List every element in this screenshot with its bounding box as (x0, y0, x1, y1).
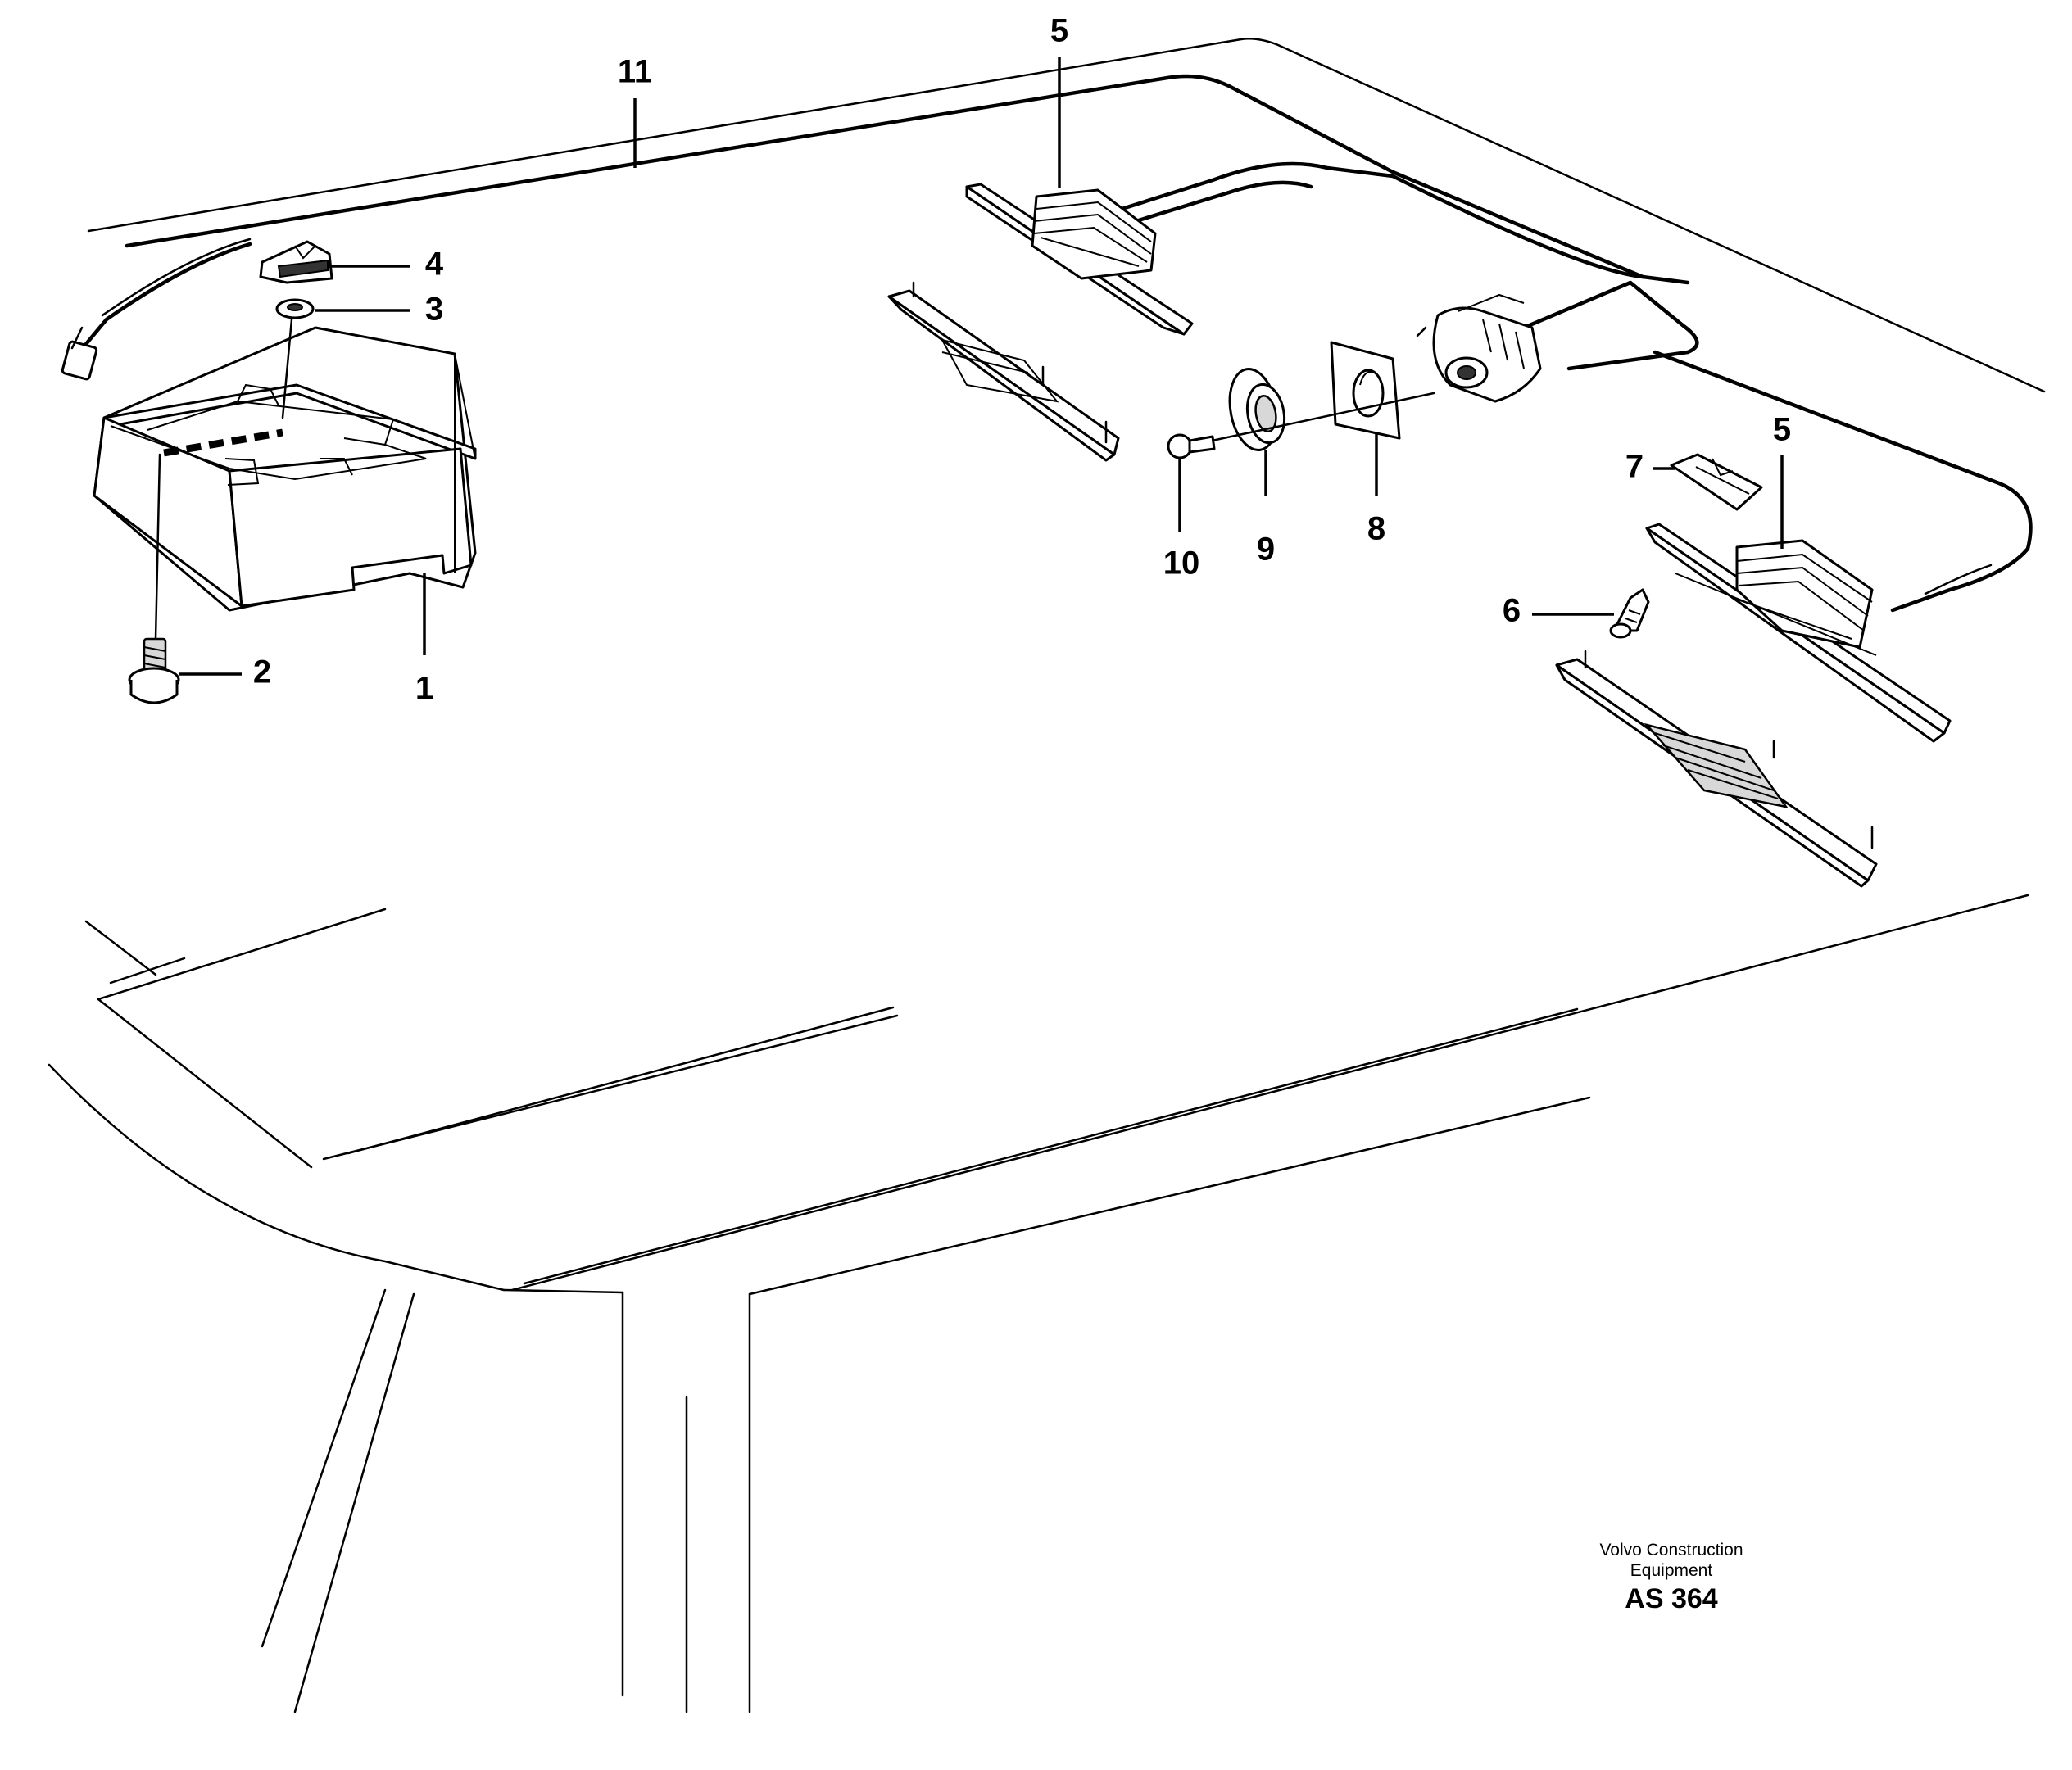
speaker-upper (965, 183, 1194, 336)
speaker-grille-lower (1555, 650, 1878, 888)
bolt (128, 453, 180, 704)
clip-right (1670, 453, 1763, 511)
screw-left (1167, 392, 1435, 459)
cab-roof-outline (48, 38, 2046, 1713)
caption-code: AS 364 (1625, 1583, 1718, 1614)
grommet (1228, 368, 1286, 451)
diagram-caption: Volvo Construction Equipment AS 364 (1557, 1540, 1786, 1617)
callout-5-upper: 5 (1050, 13, 1068, 49)
caption-company: Volvo Construction (1599, 1541, 1743, 1560)
callout-4: 4 (425, 247, 444, 283)
speaker-lower (1645, 523, 1952, 743)
callout-6: 6 (1503, 593, 1521, 629)
callout-3: 3 (425, 292, 443, 328)
callout-2: 2 (253, 654, 271, 690)
callout-leaders (179, 57, 1784, 676)
screw-right (1609, 588, 1650, 639)
clip-and-washer (259, 240, 333, 419)
callout-9: 9 (1257, 532, 1275, 568)
callout-11: 11 (618, 54, 652, 90)
callout-5-lower: 5 (1773, 412, 1791, 448)
wire-harness (1112, 161, 2033, 613)
antenna-connector (1432, 293, 1542, 403)
callout-labels: 1 2 3 4 5 5 6 7 8 9 10 11 (253, 13, 1791, 707)
callout-8: 8 (1367, 511, 1385, 547)
gasket-plate (1330, 341, 1401, 440)
callout-7: 7 (1625, 449, 1644, 485)
left-cable-connector (61, 238, 252, 381)
callout-1: 1 (415, 671, 433, 707)
caption-company-suffix: Equipment (1630, 1561, 1713, 1580)
radio-housing (93, 326, 477, 612)
callout-10: 10 (1163, 545, 1200, 582)
speaker-grille-upper (887, 281, 1120, 462)
